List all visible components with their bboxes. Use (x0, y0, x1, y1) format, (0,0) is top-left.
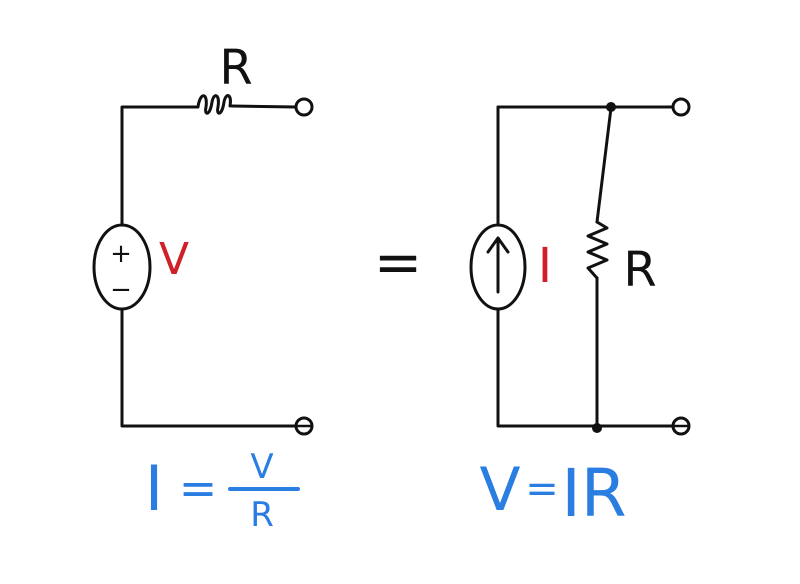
right-top-terminal (671, 97, 691, 117)
left-top-terminal (294, 97, 314, 117)
right-equation: V = IR (479, 455, 626, 532)
voltage-source-label: V (159, 234, 189, 285)
equivalence-equals-sign: = (374, 228, 423, 296)
right-equation-rhs: IR (561, 455, 626, 532)
current-source-icon (469, 223, 527, 311)
right-resistor-label: R (623, 242, 656, 298)
series-resistor-icon (188, 94, 232, 115)
left-bottom-wire (120, 308, 298, 428)
right-circuit: R I (469, 97, 691, 436)
current-source-label: I (538, 238, 552, 294)
left-resistor-label: R (219, 40, 252, 96)
right-resistor-branch (595, 106, 613, 428)
left-top-wire (120, 104, 298, 226)
fraction-denominator: R (250, 495, 274, 535)
right-left-wire (496, 105, 676, 428)
right-equation-lhs: V (479, 455, 520, 525)
left-equation: I = V R (145, 447, 300, 535)
source-minus-sign: − (110, 275, 132, 305)
top-node-dot (606, 102, 616, 112)
left-circuit: R + − V (92, 40, 314, 436)
left-equation-lhs: I (145, 452, 163, 525)
fraction-numerator: V (250, 447, 273, 487)
bottom-node-dot (592, 423, 602, 433)
voltage-source-icon (92, 223, 152, 311)
source-plus-sign: + (110, 239, 132, 269)
right-equation-equals: = (525, 466, 559, 512)
left-equation-equals: = (179, 461, 218, 515)
current-source-arrow-icon (486, 236, 510, 294)
parallel-resistor-icon (586, 220, 609, 280)
